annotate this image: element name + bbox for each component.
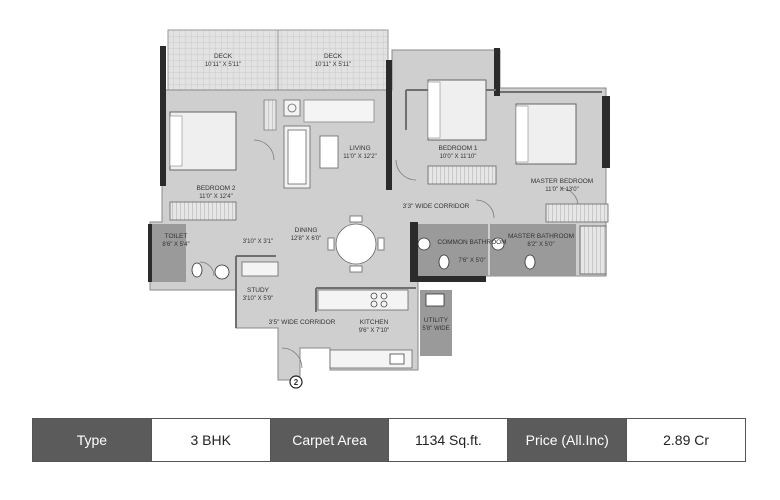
master-bedroom-title: MASTER BEDROOM <box>531 178 593 185</box>
toilet-icon <box>191 254 536 278</box>
dining-table-icon <box>327 215 385 273</box>
study-dims: 3'10" X 5'9" <box>243 296 274 302</box>
floor-plan-diagram: DECK 10'11" X 5'11" DECK 10'11" X 5'11" … <box>148 29 610 389</box>
deck-left <box>167 29 279 91</box>
bed-master-bedroom <box>515 103 577 165</box>
unit-marker: 2 <box>289 375 303 389</box>
study-title: STUDY <box>247 287 270 294</box>
corridor-top-title: 3'3" WIDE CORRIDOR <box>403 203 470 210</box>
bed-bedroom-1 <box>427 79 487 141</box>
coffee-table <box>319 135 339 169</box>
unit-marker-number: 2 <box>294 378 299 387</box>
bedroom-2-title: BEDROOM 2 <box>196 185 235 192</box>
bathroom-partition <box>579 225 607 275</box>
washbasin-icon <box>214 237 505 280</box>
deck-left-title: DECK <box>214 53 233 60</box>
master-bedroom-dims: 11'0" X 13'0" <box>545 187 578 193</box>
toilet-area <box>152 224 186 282</box>
tv-unit <box>303 99 375 123</box>
wardrobe-bedroom-2 <box>169 201 237 221</box>
master-bathroom-area <box>490 224 576 276</box>
unit-info-row: Type 3 BHK Carpet Area 1134 Sq.ft. Price… <box>32 418 746 462</box>
unit-info-table: Type 3 BHK Carpet Area 1134 Sq.ft. Price… <box>32 418 746 462</box>
common-bathroom-dims: 7'6" X 5'0" <box>458 258 485 264</box>
corridor-bottom-title: 3'5" WIDE CORRIDOR <box>269 319 336 326</box>
living-title: LIVING <box>349 145 370 152</box>
type-value: 3 BHK <box>150 418 271 462</box>
exterior-walls <box>148 46 610 282</box>
master-bathroom-title: MASTER BATHROOM <box>508 233 574 240</box>
kitchen-title: KITCHEN <box>360 319 389 326</box>
living-dims: 11'0" X 12'2" <box>343 154 376 160</box>
common-bathroom-area <box>416 224 488 276</box>
master-bathroom-dims: 8'2" X 5'0" <box>527 242 554 248</box>
stove-icon <box>370 292 388 308</box>
toilet-title: TOILET <box>165 233 188 240</box>
interior-walls <box>235 89 602 328</box>
sofa <box>283 125 311 189</box>
type-label: Type <box>32 418 152 462</box>
utility-appliance <box>425 293 445 307</box>
price-label: Price (All.Inc) <box>507 418 628 462</box>
carpet-area-label: Carpet Area <box>269 418 390 462</box>
utility-dims: 5'8" WIDE <box>422 326 449 332</box>
common-bathroom-title: COMMON BATHROOM <box>437 239 506 246</box>
wardrobe-master-bedroom <box>545 203 609 223</box>
kitchen-dims: 9'6" X 7'10" <box>359 328 390 334</box>
study-desk <box>241 261 279 277</box>
sink-icon <box>389 353 405 365</box>
deck-right <box>277 29 389 91</box>
toilet-dims: 8'6" X 5'4" <box>162 242 189 248</box>
bedroom-1-title: BEDROOM 1 <box>438 145 477 152</box>
carpet-area-value: 1134 Sq.ft. <box>388 418 509 462</box>
bed-bedroom-2 <box>169 111 237 171</box>
utility-title: UTILITY <box>424 317 449 324</box>
dining-dims: 12'8" X 6'0" <box>291 236 322 242</box>
price-value: 2.89 Cr <box>626 418 746 462</box>
deck-right-dims: 10'11" X 5'11" <box>315 62 351 68</box>
bedroom-2-dims: 11'0" X 12'4" <box>199 194 232 200</box>
wardrobe-bedroom-1 <box>427 165 497 185</box>
bookshelf <box>263 99 277 131</box>
deck-left-dims: 10'11" X 5'11" <box>205 62 241 68</box>
passage-dims: 3'10" X 3'1" <box>243 239 274 245</box>
bedroom-1-dims: 10'0" X 11'10" <box>440 154 477 160</box>
dining-title: DINING <box>295 227 318 234</box>
deck-right-title: DECK <box>324 53 343 60</box>
chair-icon <box>283 99 301 117</box>
